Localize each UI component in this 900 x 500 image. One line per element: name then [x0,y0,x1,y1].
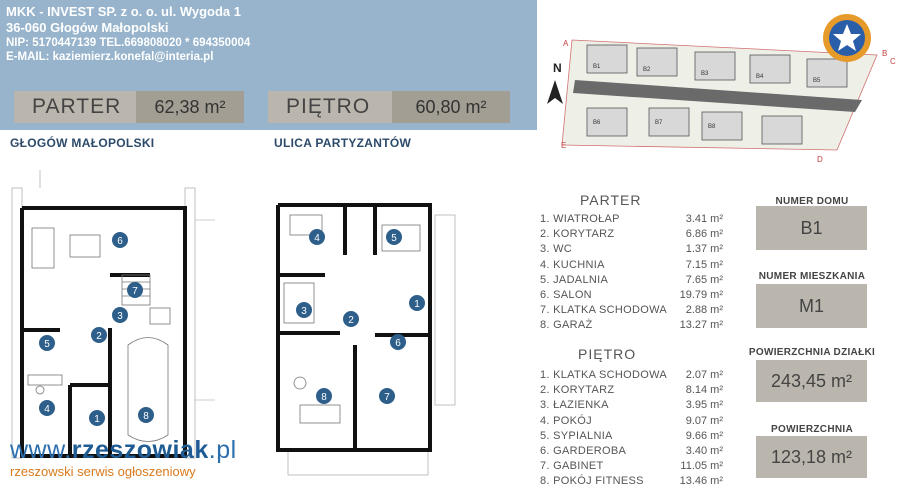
upper-floor-label: PIĘTRO [268,91,392,123]
ground-marker-3: 3 [117,311,123,322]
corner-a: A [563,39,569,48]
watermark-logo: www.rzeszowiak.pl rzeszowski serwis ogło… [10,436,270,479]
upper-marker-6: 6 [395,338,401,349]
upper-floor-plan: 4 5 1 3 2 6 8 7 [276,203,456,476]
ground-plan-furniture [27,227,171,442]
corner-d: D [817,155,823,164]
ground-floor-summary: PARTER 62,38 m² [14,91,244,123]
house-number-value: B1 [756,206,867,250]
site-house-b6: B6 [593,120,601,126]
upper-marker-8: 8 [321,392,327,403]
header-banner: MKK - INVEST SP. z o. o. ul. Wygoda 1 36… [0,0,537,130]
watermark-url: www.rzeszowiak.pl [10,436,237,464]
site-houses-top [586,44,848,88]
upper-marker-7: 7 [384,392,390,403]
site-road [573,80,862,112]
upper-marker-2: 2 [348,315,354,326]
plot-area-label: POWIERZCHNIA DZIAŁKI [748,347,876,358]
upper-marker-1: 1 [414,299,420,310]
company-city: 36-060 Głogów Małopolski [6,20,169,35]
site-house-b4: B4 [756,74,764,80]
location-city: GŁOGÓW MAŁOPOLSKI [10,136,155,150]
ground-floor-area: 62,38 m² [136,91,244,123]
upper-plan-furniture [283,214,421,424]
site-plan: B1 B2 B3 B4 B5 B6 B7 B8 A B C D E N [547,14,896,164]
ground-marker-1: 1 [94,414,100,425]
corner-b: B [882,49,887,58]
ground-floor-label: PARTER [14,91,136,123]
ground-floor-plan: 6 7 3 2 5 4 1 8 [11,170,215,459]
upper-plan-walls [276,203,432,452]
site-houses-bottom [586,107,803,145]
plot-area-value: 243,45 m² [756,360,867,402]
ground-marker-4: 4 [44,404,50,415]
upper-marker-4: 4 [314,233,320,244]
company-email: E-MAIL: kaziemierz.konefal@interia.pl [6,51,214,63]
living-area-value: 123,18 m² [756,436,867,478]
flat-number-label: NUMER MIESZKANIA [758,271,866,282]
location-street: ULICA PARTYZANTÓW [274,136,412,150]
parter-list-title: PARTER [580,192,642,208]
site-house-b5: B5 [813,78,821,84]
site-house-b1: B1 [593,64,601,70]
upper-floor-summary: PIĘTRO 60,80 m² [268,91,510,123]
corner-e: E [561,141,566,150]
ground-marker-7: 7 [132,286,138,297]
pietro-list-title: PIĘTRO [578,346,637,362]
upper-plan-markers [296,229,425,404]
ground-marker-2: 2 [96,331,102,342]
ground-marker-5: 5 [44,339,50,350]
company-name: MKK - INVEST SP. z o. o. ul. Wygoda 1 [6,4,241,19]
site-house-b2: B2 [643,67,651,73]
flat-number-value: M1 [756,284,867,328]
company-info: MKK - INVEST SP. z o. o. ul. Wygoda 1 36… [6,4,250,64]
site-house-b8: B8 [708,124,716,130]
site-house-b7: B7 [655,120,663,126]
watermark-tagline: rzeszowski serwis ogłoszeniowy [10,464,196,479]
svg-text:N: N [553,61,562,75]
upper-marker-5: 5 [391,233,397,244]
ground-plan-markers [39,232,154,426]
ground-marker-6: 6 [117,236,123,247]
ground-marker-8: 8 [143,411,149,422]
site-house-b3: B3 [701,71,709,77]
developer-logo-icon [823,14,871,62]
upper-floor-area: 60,80 m² [392,91,510,123]
upper-marker-3: 3 [301,306,307,317]
company-phone: NIP: 5170447139 TEL.669808020 * 69435000… [6,37,251,49]
corner-c: C [890,57,896,66]
house-number-label: NUMER DOMU [775,196,849,207]
north-arrow-icon: N [547,61,563,104]
